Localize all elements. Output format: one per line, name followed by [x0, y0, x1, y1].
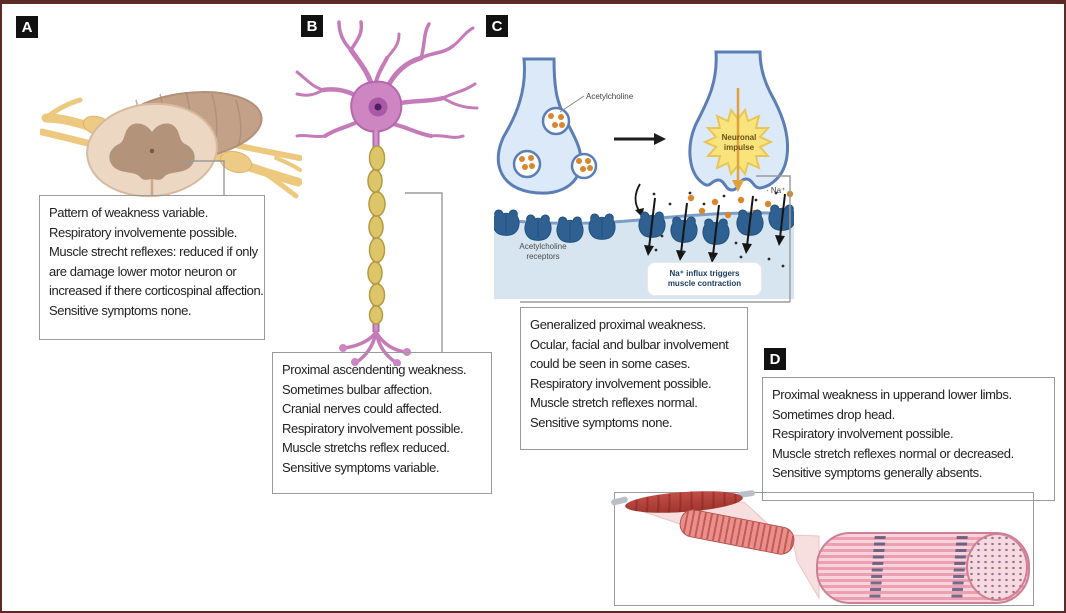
- sodium-influx-text: Na⁺ influx triggers muscle contraction: [667, 269, 742, 288]
- synaptic-vesicles: [512, 106, 598, 180]
- acetylcholine-leader-line: [559, 95, 585, 113]
- axon-terminals: [343, 330, 407, 364]
- sodium-ion-label: · Na⁺: [766, 186, 786, 195]
- myelin-sheath: [367, 145, 386, 325]
- binding-arrow: [634, 183, 641, 213]
- spinal-cord-illustration: [40, 91, 302, 199]
- motor-neuron-illustration: [295, 20, 479, 366]
- fiber-cross-section: [966, 534, 1028, 601]
- panel-label-c: C: [486, 15, 508, 37]
- acetylcholine-label: Acetylcholine: [586, 92, 634, 101]
- panel-a-description-box: Pattern of weakness variable. Respirator…: [39, 195, 265, 340]
- muscle-fiber: [816, 532, 1030, 604]
- process-arrowhead: [654, 133, 666, 145]
- impulse-arrowhead: [732, 180, 744, 192]
- panel-d-description-box: Proximal weakness in upperand lower limb…: [762, 377, 1055, 501]
- panel-label-a: A: [16, 16, 38, 38]
- panel-label-d: D: [764, 348, 786, 370]
- panel-c-description-box: Generalized proximal weakness. Ocular, f…: [520, 307, 748, 450]
- acetylcholine-receptors-label: Acetylcholine receptors: [519, 242, 567, 261]
- muscle-illustration-box: [614, 492, 1034, 606]
- sodium-influx-callout: Na⁺ influx triggers muscle contraction: [647, 262, 762, 296]
- central-canal: [149, 148, 155, 154]
- panel-b-description-box: Proximal ascendenting weakness. Sometime…: [272, 352, 492, 494]
- neuronal-impulse-label: Neuronal impulse: [721, 133, 757, 152]
- dorsal-root-ganglion-right: [219, 150, 253, 174]
- z-band-1: [869, 536, 886, 598]
- nucleolus: [374, 103, 382, 111]
- panel-label-b: B: [301, 15, 323, 37]
